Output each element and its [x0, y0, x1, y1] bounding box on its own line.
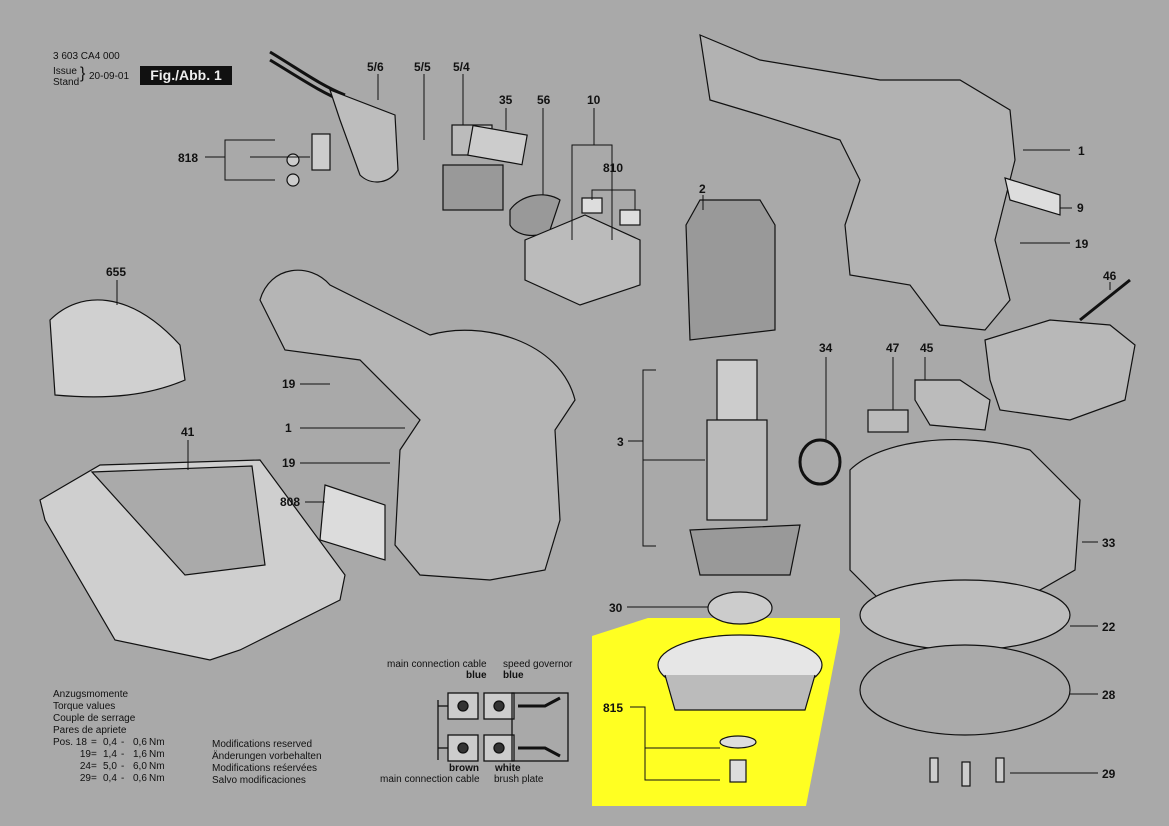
torque-title-fr: Couple de serrage	[53, 713, 136, 724]
torque-unit: Nm	[149, 773, 165, 784]
part-label-2: 2	[699, 182, 706, 196]
torque-pos: 29	[79, 773, 91, 784]
torque-eq: =	[91, 737, 97, 748]
part-label-47: 47	[886, 341, 900, 355]
part-label-28: 28	[1102, 688, 1116, 702]
part-label-30: 30	[609, 601, 623, 615]
torque-pos: 24	[79, 761, 91, 772]
torque-pos: 19	[79, 749, 91, 760]
part-label-655: 655	[106, 265, 127, 279]
part-label-45: 45	[920, 341, 934, 355]
torque-max: 1,6	[133, 749, 147, 760]
torque-title-de: Anzugsmomente	[53, 689, 129, 700]
part-label-19-b: 19	[282, 456, 296, 470]
issue-label: Issue	[53, 66, 77, 77]
part-label-1-top: 1	[1078, 144, 1085, 158]
doc-number: 3 603 CA4 000	[53, 51, 120, 62]
torque-dash: -	[121, 761, 125, 772]
torque-dash: -	[121, 737, 125, 748]
torque-unit: Nm	[149, 737, 165, 748]
torque-eq: =	[91, 761, 97, 772]
wiring-brush-plate: brush plate	[494, 774, 544, 785]
part-label-46: 46	[1103, 269, 1117, 283]
part-label-1-mid: 1	[285, 421, 292, 435]
stand-label: Stand	[53, 77, 80, 88]
part-label-41: 41	[181, 425, 195, 439]
part-label-5-6: 5/6	[367, 60, 384, 74]
part-label-22: 22	[1102, 620, 1116, 634]
figure-label: Fig./Abb. 1	[140, 66, 232, 85]
torque-max: 6,0	[133, 761, 147, 772]
part-label-5-4: 5/4	[453, 60, 470, 74]
modifications-de: Änderungen vorbehalten	[212, 751, 322, 762]
part-label-35: 35	[499, 93, 513, 107]
part-label-808: 808	[280, 495, 301, 509]
part-label-33: 33	[1102, 536, 1116, 550]
wiring-main-cable-top: main connection cable	[387, 659, 487, 670]
torque-dash: -	[121, 749, 125, 760]
part-label-5-5: 5/5	[414, 60, 431, 74]
modifications-en: Modifications reserved	[212, 739, 313, 750]
wiring-blue-1: blue	[466, 670, 487, 681]
part-label-10: 10	[587, 93, 601, 107]
part-label-9: 9	[1077, 201, 1084, 215]
torque-eq: =	[91, 773, 97, 784]
wiring-white: white	[495, 763, 521, 774]
torque-title-es: Pares de apriete	[53, 725, 127, 736]
torque-min: 0,4	[103, 737, 117, 748]
torque-min: 0,4	[103, 773, 117, 784]
part-label-810: 810	[603, 161, 624, 175]
part-label-19-top: 19	[1075, 237, 1089, 251]
modifications-fr: Modifications reśervées	[212, 763, 318, 774]
torque-pos: Pos. 18	[53, 737, 87, 748]
issue-date: 20-09-01	[89, 71, 130, 82]
part-label-818: 818	[178, 151, 199, 165]
part-label-815: 815	[603, 701, 624, 715]
part-label-3: 3	[617, 435, 624, 449]
torque-unit: Nm	[149, 749, 165, 760]
modifications-es: Salvo modificaciones	[212, 775, 306, 786]
part-label-34: 34	[819, 341, 833, 355]
wiring-blue-2: blue	[503, 670, 524, 681]
wiring-main-cable-bottom: main connection cable	[380, 774, 480, 785]
part-label-19-a: 19	[282, 377, 296, 391]
part-label-29: 29	[1102, 767, 1116, 781]
torque-min: 5,0	[103, 761, 117, 772]
torque-eq: =	[91, 749, 97, 760]
torque-min: 1,4	[103, 749, 117, 760]
torque-title-en: Torque values	[53, 701, 116, 712]
torque-dash: -	[121, 773, 125, 784]
brace-glyph: }	[80, 65, 86, 82]
wiring-brown: brown	[449, 763, 479, 774]
torque-max: 0,6	[133, 773, 147, 784]
part-label-56: 56	[537, 93, 551, 107]
torque-max: 0,6	[133, 737, 147, 748]
torque-unit: Nm	[149, 761, 165, 772]
wiring-speed-governor: speed governor	[503, 659, 573, 670]
